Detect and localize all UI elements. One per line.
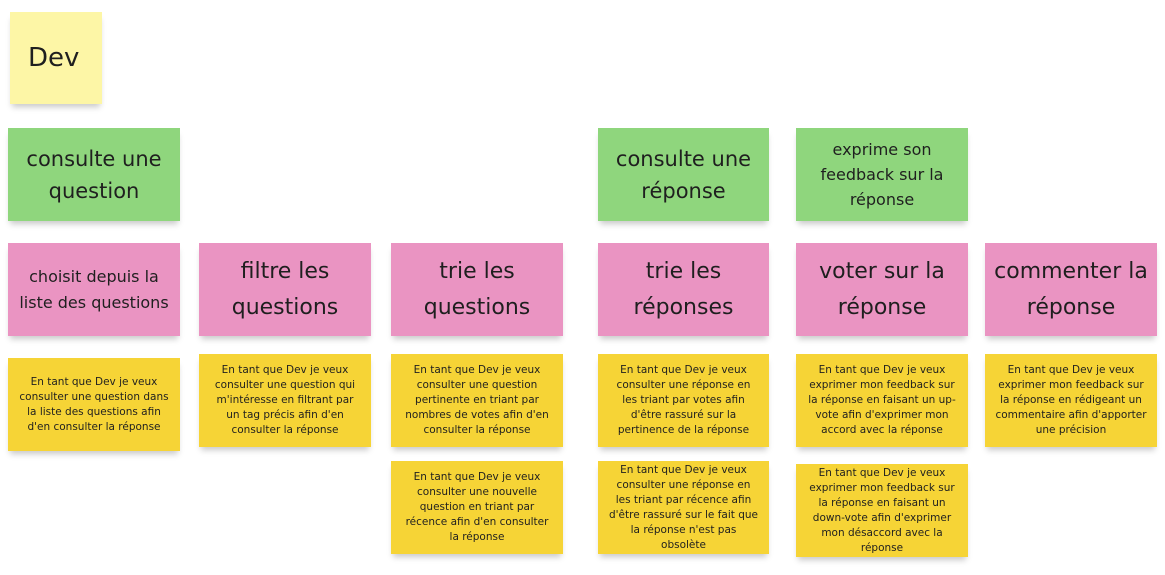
story-text: En tant que Dev je veux consulter une qu… <box>19 375 169 433</box>
task-label: commenter la réponse <box>994 258 1148 320</box>
activity-sticky-exprime-feedback[interactable]: exprime son feedback sur la réponse <box>796 128 968 221</box>
task-sticky-voter-reponse[interactable]: voter sur la réponse <box>796 243 968 336</box>
story-sticky-filtrer-tag[interactable]: En tant que Dev je veux consulter une qu… <box>199 354 371 447</box>
story-text: En tant que Dev je veux exprimer mon fee… <box>995 364 1147 436</box>
activity-label: consulte une réponse <box>615 146 752 203</box>
story-sticky-consulter-liste[interactable]: En tant que Dev je veux consulter une qu… <box>8 358 180 451</box>
activity-label: consulte une question <box>26 146 162 203</box>
task-sticky-filtre-questions[interactable]: filtre les questions <box>199 243 371 336</box>
story-sticky-down-vote[interactable]: En tant que Dev je veux exprimer mon fee… <box>796 464 968 557</box>
task-label: trie les réponses <box>633 258 734 320</box>
activity-sticky-consulte-question[interactable]: consulte une question <box>8 128 180 221</box>
story-text: En tant que Dev je veux consulter une qu… <box>214 364 356 436</box>
story-sticky-trier-recence-reponse[interactable]: En tant que Dev je veux consulter une ré… <box>598 461 769 554</box>
task-sticky-trie-questions[interactable]: trie les questions <box>391 243 563 336</box>
task-sticky-trie-reponses[interactable]: trie les réponses <box>598 243 769 336</box>
task-label: choisit depuis la liste des questions <box>19 266 169 312</box>
story-sticky-trier-votes-reponse[interactable]: En tant que Dev je veux consulter une ré… <box>598 354 769 447</box>
story-sticky-up-vote[interactable]: En tant que Dev je veux exprimer mon fee… <box>796 354 968 447</box>
activity-label: exprime son feedback sur la réponse <box>820 140 944 209</box>
story-text: En tant que Dev je veux exprimer mon fee… <box>808 364 956 436</box>
story-text: En tant que Dev je veux consulter une qu… <box>405 364 549 436</box>
story-sticky-trier-votes-question[interactable]: En tant que Dev je veux consulter une qu… <box>391 354 563 447</box>
story-text: En tant que Dev je veux consulter une no… <box>405 471 549 543</box>
task-sticky-commenter-reponse[interactable]: commenter la réponse <box>985 243 1157 336</box>
task-sticky-choisit-liste[interactable]: choisit depuis la liste des questions <box>8 243 180 336</box>
story-text: En tant que Dev je veux exprimer mon fee… <box>809 466 955 554</box>
persona-sticky-dev[interactable]: Dev <box>10 12 102 104</box>
persona-label: Dev <box>28 43 80 73</box>
activity-sticky-consulte-reponse[interactable]: consulte une réponse <box>598 128 769 221</box>
task-label: voter sur la réponse <box>819 258 945 320</box>
story-sticky-trier-recence-question[interactable]: En tant que Dev je veux consulter une no… <box>391 461 563 554</box>
story-sticky-commentaire[interactable]: En tant que Dev je veux exprimer mon fee… <box>985 354 1157 447</box>
task-label: trie les questions <box>423 258 531 320</box>
story-text: En tant que Dev je veux consulter une ré… <box>608 463 759 551</box>
task-label: filtre les questions <box>231 258 339 320</box>
story-text: En tant que Dev je veux consulter une ré… <box>616 364 751 436</box>
